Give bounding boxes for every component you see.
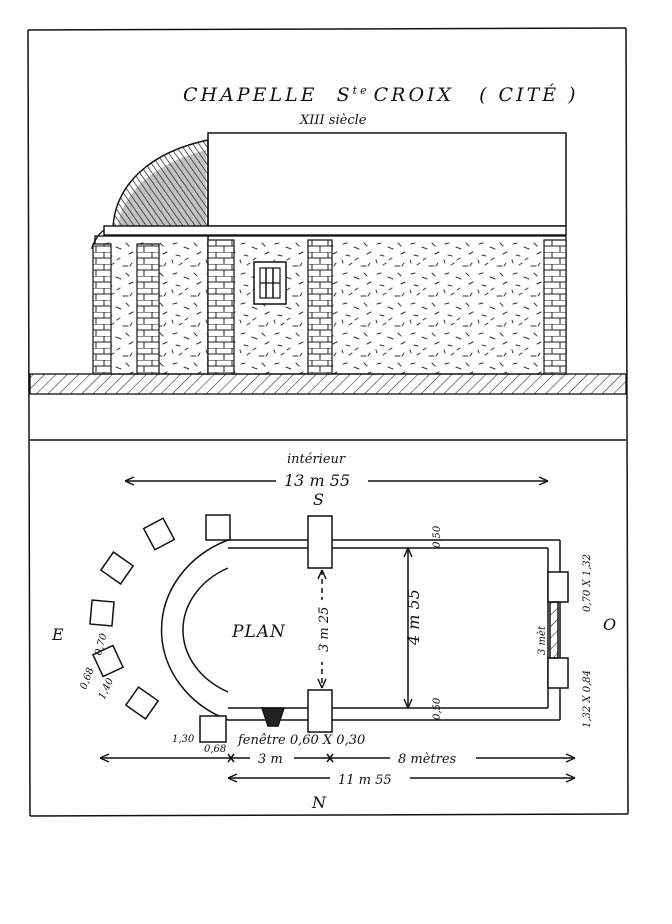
compass-east: E	[51, 625, 64, 644]
crossing-pier-south	[307, 689, 333, 733]
apse-dim-2: 0,68	[78, 666, 96, 691]
dim-total: 11 m 55	[338, 773, 392, 788]
west-jamb-south	[547, 657, 569, 689]
door-label: 3 mèt	[537, 625, 548, 655]
crossing-label: 3 m 25	[317, 607, 332, 652]
compass-west: O	[603, 615, 616, 634]
compass-south: S	[313, 490, 324, 509]
west-door-sill	[549, 601, 559, 659]
dome-shade	[118, 150, 206, 226]
window-marker	[260, 707, 286, 727]
arrow-left	[124, 476, 135, 486]
dim-8m: 8 mètres	[398, 752, 457, 767]
interior-caption: intérieur	[287, 452, 346, 467]
pilaster	[543, 239, 567, 375]
width-label: 4 m 55	[404, 589, 423, 646]
dim-3m: 3 m	[258, 752, 283, 767]
door-dims-bottom: 1,32 X 0,84	[582, 670, 593, 728]
west-jamb-north	[547, 571, 569, 603]
plan-view: intérieur 13 m 55 S	[51, 452, 616, 812]
century-label: XIII siècle	[299, 113, 367, 128]
pilaster	[207, 239, 235, 375]
pilaster	[307, 239, 333, 375]
apse-buttresses	[89, 514, 231, 743]
apse-inner-wall	[182, 567, 229, 693]
buttress-top-dim: 0,50	[432, 525, 443, 548]
compass-north: N	[311, 793, 327, 812]
nave-wall	[207, 235, 567, 375]
apse-dome	[112, 139, 209, 229]
cornice	[103, 225, 567, 236]
buttress-bottom-dim: 0,50	[432, 697, 443, 720]
apse-dim-3: 1,40	[97, 676, 117, 701]
pilaster	[136, 243, 160, 375]
window-label: fenêtre 0,60 X 0,30	[237, 733, 365, 748]
sheet-frame	[27, 27, 629, 817]
apse-dim-5: 0,68	[204, 744, 226, 755]
door-dims-top: 0,70 X 1,32	[582, 554, 593, 612]
barred-window	[253, 261, 287, 305]
apse-dim-4: 1,30	[172, 734, 195, 745]
arrow-right	[538, 476, 549, 486]
interior-length: 13 m 55	[284, 471, 350, 490]
crossing-pier-north	[307, 515, 333, 569]
apse-outer-wall	[160, 539, 229, 721]
roof-block	[207, 132, 567, 227]
pilaster	[92, 243, 112, 375]
plan-label: PLAN	[231, 622, 286, 642]
ground-hatch	[29, 373, 627, 395]
